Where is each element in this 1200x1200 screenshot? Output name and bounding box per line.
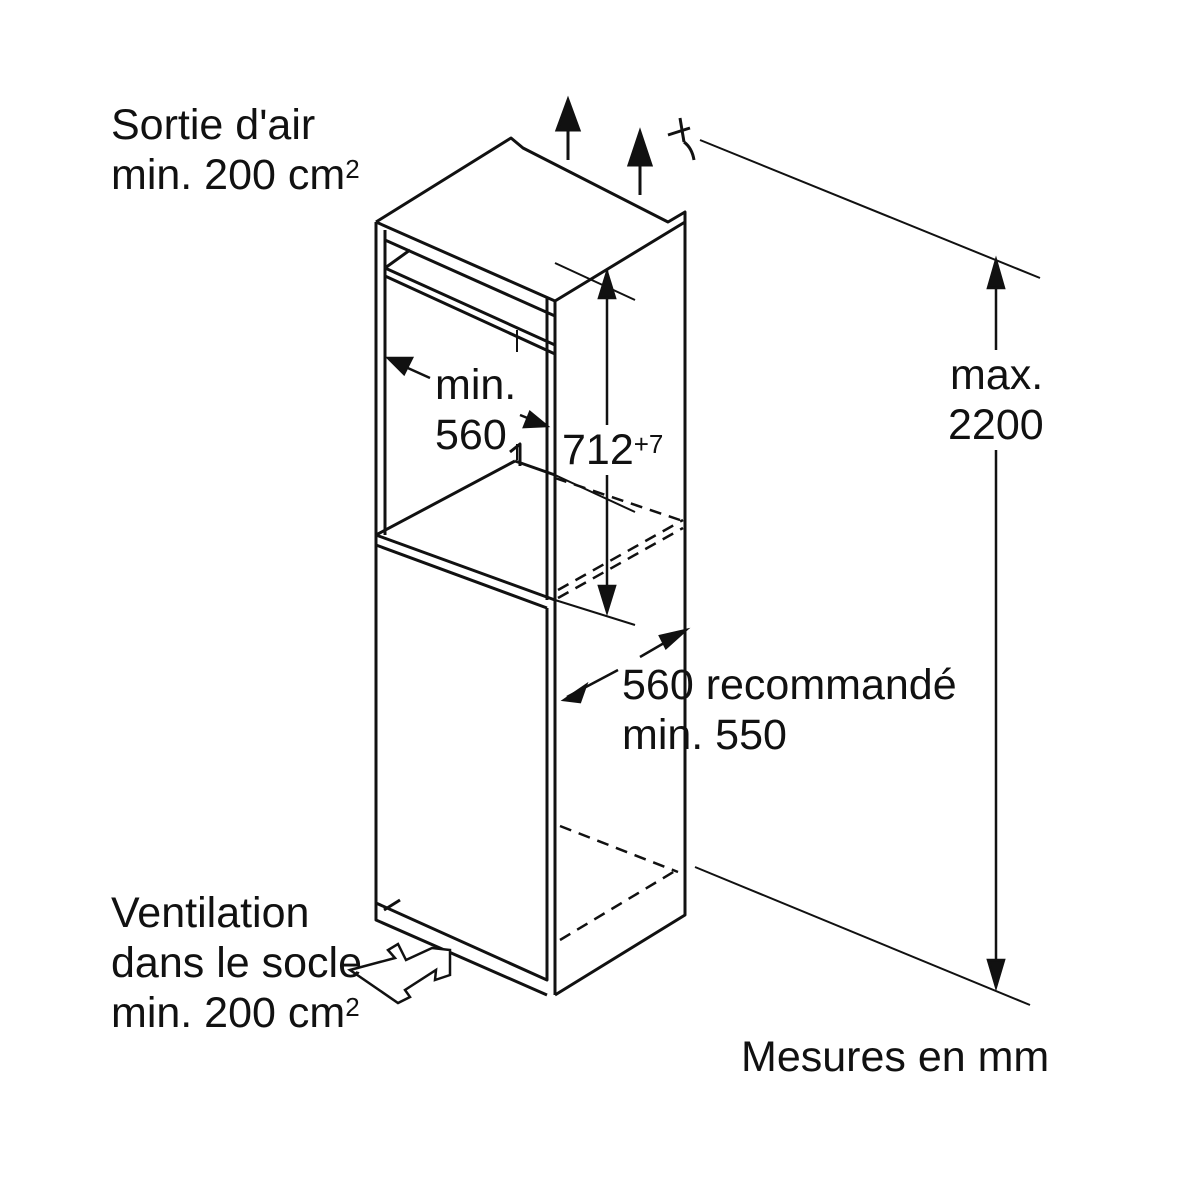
inner-width-label: min. 560 — [435, 360, 516, 460]
opening-height-label: 712+7 — [562, 425, 664, 475]
ceiling-icon — [667, 117, 696, 161]
opening-height-tolerance: +7 — [633, 429, 664, 459]
ventilation-sup: 2 — [345, 992, 360, 1022]
depth-line1: 560 recommandé — [622, 661, 957, 709]
depth-label: 560 recommandé min. 550 — [622, 660, 957, 760]
ventilation-line1: Ventilation — [111, 889, 310, 937]
ventilation-line3: min. 200 cm — [111, 989, 346, 1037]
opening-height-value: 712 — [562, 426, 634, 474]
units-note: Mesures en mm — [741, 1033, 1050, 1081]
depth-line2: min. 550 — [622, 711, 787, 759]
inner-width-line2: 560 — [435, 411, 507, 459]
max-height-label: max. 2200 — [948, 350, 1044, 450]
air-outlet-label: Sortie d'air min. 200 cm2 — [111, 100, 360, 200]
air-outlet-sup: 2 — [345, 154, 360, 184]
outline-arrow-icon — [347, 942, 452, 1005]
max-height-line1: max. — [950, 351, 1044, 399]
cabinet-top-outline — [375, 136, 687, 997]
air-outlet-line1: Sortie d'air — [111, 101, 316, 149]
inner-width-line1: min. — [435, 361, 517, 409]
max-height-line2: 2200 — [948, 401, 1044, 449]
up-arrow-icon — [554, 95, 654, 195]
ventilation-line2: dans le socle — [111, 939, 362, 987]
air-outlet-line2: min. 200 cm — [111, 151, 346, 199]
ventilation-label: Ventilation dans le socle min. 200 cm2 — [111, 888, 362, 1038]
